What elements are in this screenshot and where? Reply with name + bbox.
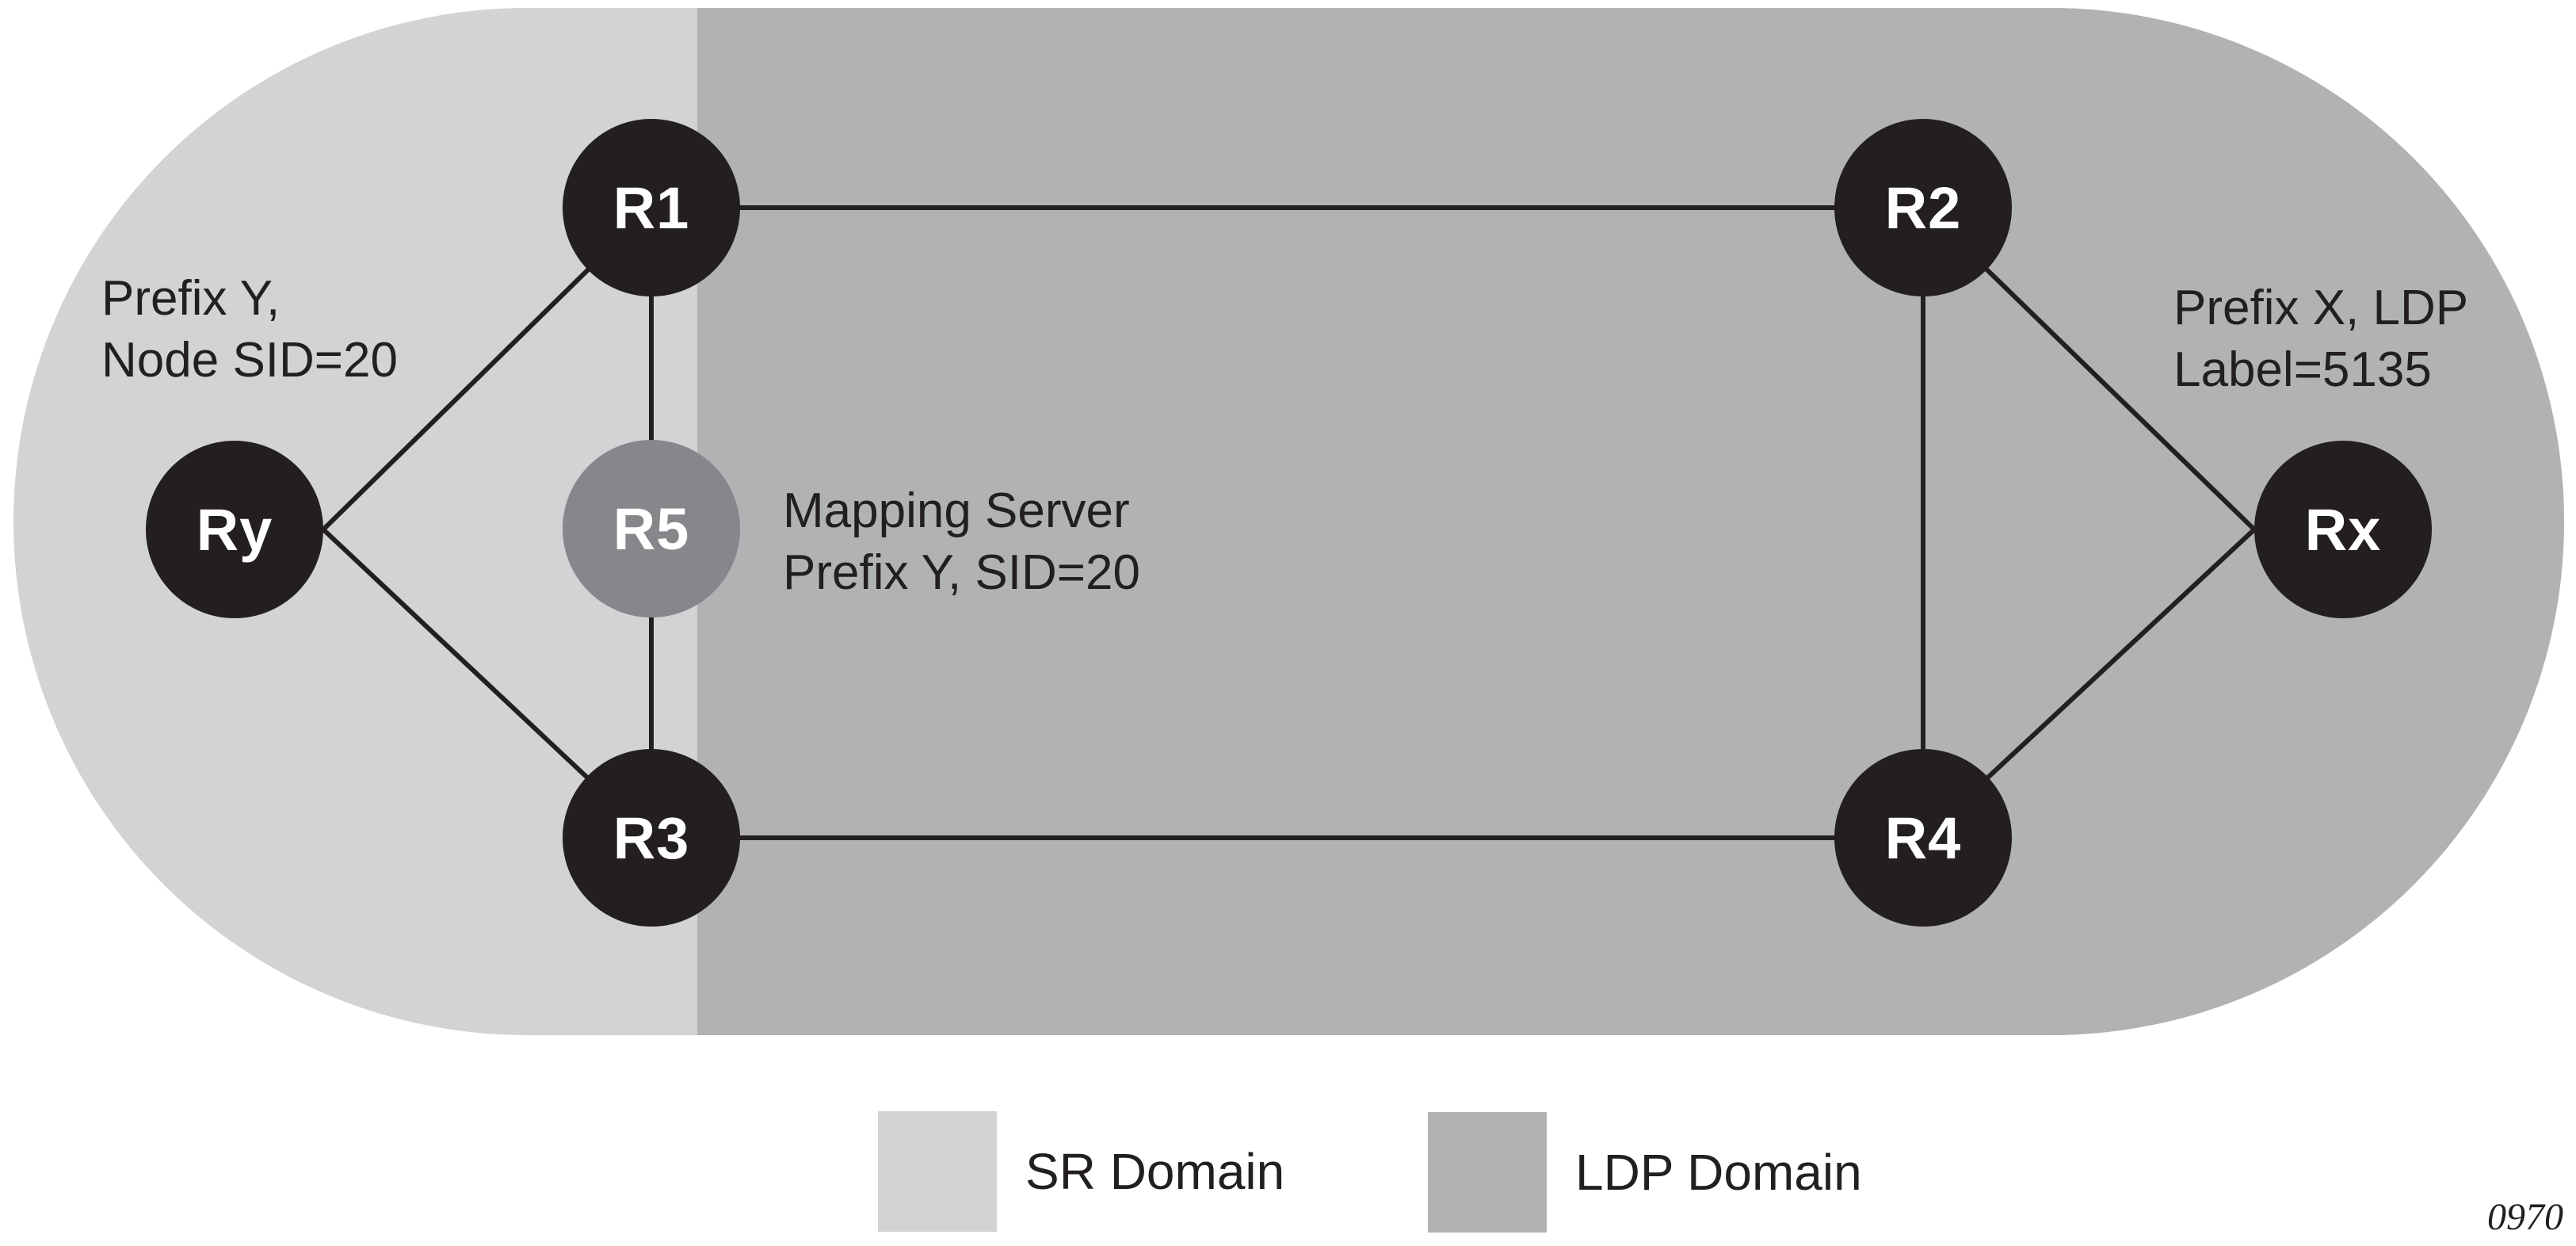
node-Ry: Ry	[146, 441, 323, 618]
node-label-R5: R5	[613, 495, 690, 562]
sr-domain-region	[13, 8, 2564, 1035]
prefix-y-line2: Node SID=20	[101, 333, 398, 388]
prefix-y-annotation: Prefix Y, Node SID=20	[101, 268, 398, 392]
prefix-x-line1: Prefix X, LDP	[2173, 281, 2469, 335]
node-R1: R1	[563, 119, 740, 296]
prefix-x-annotation: Prefix X, LDP Label=5135	[2173, 277, 2468, 401]
mapping-server-line2: Prefix Y, SID=20	[783, 545, 1140, 600]
node-label-Ry: Ry	[196, 496, 273, 563]
node-R5: R5	[563, 440, 740, 617]
node-label-Rx: Rx	[2304, 496, 2382, 563]
legend-item-sr: SR Domain	[878, 1111, 1284, 1232]
node-R3: R3	[563, 749, 740, 927]
node-Rx: Rx	[2254, 441, 2432, 618]
node-R4: R4	[1834, 749, 2012, 927]
node-label-R2: R2	[1884, 174, 1962, 241]
mapping-server-line1: Mapping Server	[783, 483, 1130, 538]
sr-domain-swatch	[878, 1111, 997, 1232]
ldp-domain-swatch	[1428, 1112, 1547, 1233]
prefix-y-line1: Prefix Y,	[101, 271, 280, 326]
prefix-x-line2: Label=5135	[2173, 342, 2432, 397]
sr-domain-legend-label: SR Domain	[1025, 1143, 1285, 1200]
node-R2: R2	[1834, 119, 2012, 296]
mapping-server-annotation: Mapping Server Prefix Y, SID=20	[783, 480, 1140, 604]
node-label-R1: R1	[613, 174, 690, 241]
node-label-R4: R4	[1884, 805, 1962, 871]
ldp-domain-legend-label: LDP Domain	[1575, 1144, 1862, 1201]
node-label-R3: R3	[613, 805, 690, 871]
figure-number: 0970	[2487, 1196, 2563, 1238]
legend-item-ldp: LDP Domain	[1428, 1112, 1862, 1233]
